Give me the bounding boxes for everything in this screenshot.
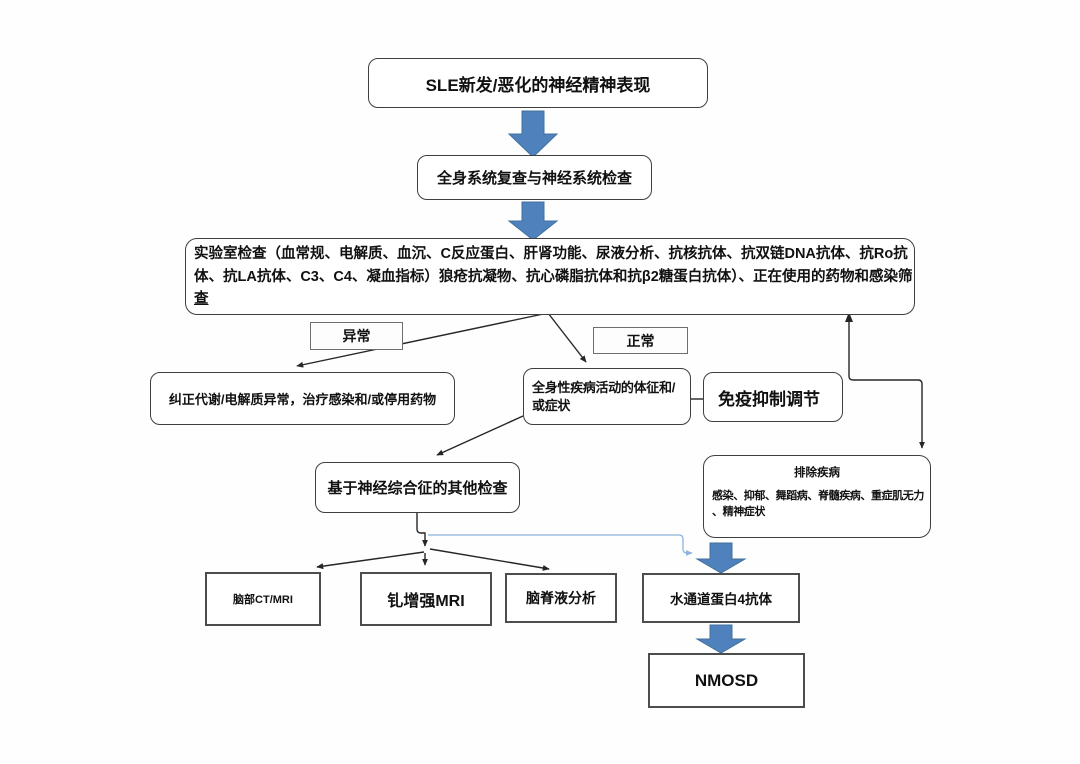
node-nmosd: NMOSD [648, 653, 805, 708]
lab-text-line2: 体、抗LA抗体、C3、C4、凝血指标）狼疮抗凝物、抗心磷脂抗体和抗β2糖蛋白抗体… [194, 268, 913, 285]
block-arrow-review-to-lab [507, 201, 559, 241]
node-csf-analysis: 脑脊液分析 [505, 573, 617, 623]
lab-text-line1: 实验室检查（血常规、电解质、血沉、C反应蛋白、肝肾功能、尿液分析、抗核抗体、抗双… [194, 246, 908, 262]
block-arrow-sle-to-review [507, 110, 559, 158]
node-systemic-activity: 全身性疾病活动的体征和/ 或症状 [523, 368, 691, 425]
arrow-fan-to-ct [316, 551, 425, 570]
arrow-lab-to-correct [296, 312, 549, 368]
arrow-systemic-to-neuro [436, 415, 524, 456]
node-aqp4-label: 水通道蛋白4抗体 [669, 592, 772, 607]
node-neuro-label: 基于神经综合征的其他检查 [327, 480, 508, 497]
node-gadolinium-mri: 钆增强MRI [360, 572, 492, 626]
label-abnormal: 异常 [310, 322, 403, 350]
systemic-line1: 全身性疾病活动的体征和/ [532, 379, 676, 395]
arrow-fan-to-csf [429, 548, 550, 571]
arrowhead-up-into-lab [845, 312, 853, 322]
node-immuno-label: 免疫抑制调节 [718, 389, 820, 409]
node-brain-ct-mri: 脑部CT/MRI [205, 572, 321, 626]
arrow-blue-neuro-to-aqp4 [428, 534, 693, 556]
label-abnormal-text: 异常 [342, 328, 371, 344]
exclude-body-line2: 、精神症状 [712, 506, 765, 518]
systemic-line2: 或症状 [532, 397, 571, 413]
label-normal: 正常 [593, 327, 688, 354]
node-lab-tests: 实验室检查（血常规、电解质、血沉、C反应蛋白、肝肾功能、尿液分析、抗核抗体、抗双… [185, 238, 915, 315]
node-sle-presentation: SLE新发/恶化的神经精神表现 [368, 58, 708, 108]
stem-neuro-down [416, 513, 428, 547]
node-correct-metabolic: 纠正代谢/电解质异常，治疗感染和/或停用药物 [150, 372, 455, 425]
block-arrow-aqp4-to-nmosd [695, 624, 747, 654]
block-arrow-to-aqp4 [695, 542, 747, 574]
node-aqp4-antibody: 水通道蛋白4抗体 [642, 573, 800, 623]
node-systemic-review: 全身系统复查与神经系统检查 [417, 155, 652, 200]
node-ct-label: 脑部CT/MRI [233, 594, 293, 606]
node-nmosd-label: NMOSD [694, 670, 759, 690]
node-sle-label: SLE新发/恶化的神经精神表现 [425, 75, 651, 95]
node-neuro-syndrome-tests: 基于神经综合征的其他检查 [315, 462, 520, 513]
node-correct-label: 纠正代谢/电解质异常，治疗感染和/或停用药物 [168, 392, 437, 407]
node-immunosuppression: 免疫抑制调节 [703, 372, 843, 422]
node-csf-label: 脑脊液分析 [526, 590, 596, 606]
label-normal-text: 正常 [626, 332, 655, 349]
elbow-lab-exclude [848, 321, 925, 449]
exclude-title: 排除疾病 [794, 467, 840, 479]
exclude-body-line1: 感染、抑郁、舞蹈病、脊髓疾病、重症肌无力 [712, 490, 924, 502]
node-gd-label: 钆增强MRI [387, 593, 465, 610]
node-review-label: 全身系统复查与神经系统检查 [436, 170, 632, 187]
node-exclude-diseases: 排除疾病 感染、抑郁、舞蹈病、脊髓疾病、重症肌无力 、精神症状 [703, 455, 931, 538]
arrow-lab-to-systemic [547, 312, 587, 363]
lab-text-line3: 查 [194, 291, 209, 307]
